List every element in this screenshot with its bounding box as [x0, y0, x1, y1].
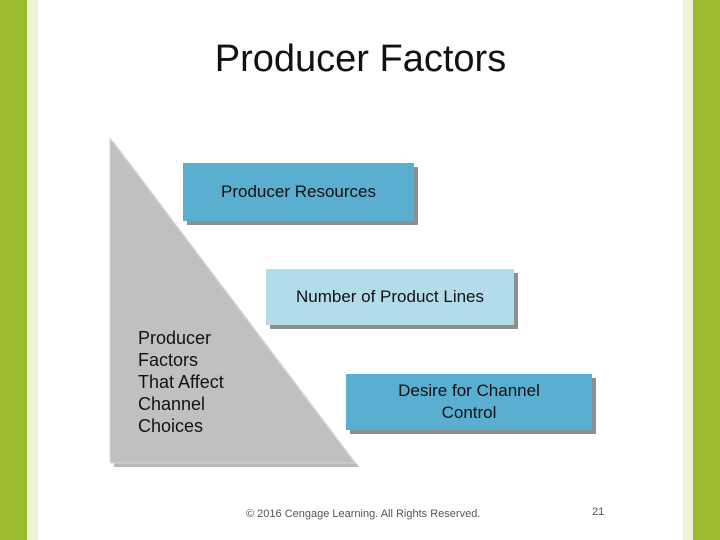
- left-accent-stripe: [27, 0, 38, 540]
- product-lines-box: Number of Product Lines: [266, 269, 514, 325]
- slide-title: Producer Factors: [214, 38, 507, 80]
- right-accent-stripe: [683, 0, 693, 540]
- left-accent-band: [0, 0, 27, 540]
- box-label: Desire for Channel Control: [398, 380, 540, 422]
- triangle-shape: [109, 136, 357, 464]
- page-number: 21: [592, 506, 605, 518]
- triangle-label: Producer Factors That Affect Channel Cho…: [138, 328, 224, 436]
- right-accent-band: [693, 0, 720, 540]
- producer-resources-box: Producer Resources: [183, 163, 414, 221]
- box-label: Producer Resources: [221, 181, 376, 201]
- box-label: Number of Product Lines: [295, 286, 485, 306]
- copyright-footer: © 2016 Cengage Learning. All Rights Rese…: [246, 508, 481, 520]
- channel-control-box: Desire for Channel Control: [346, 374, 592, 430]
